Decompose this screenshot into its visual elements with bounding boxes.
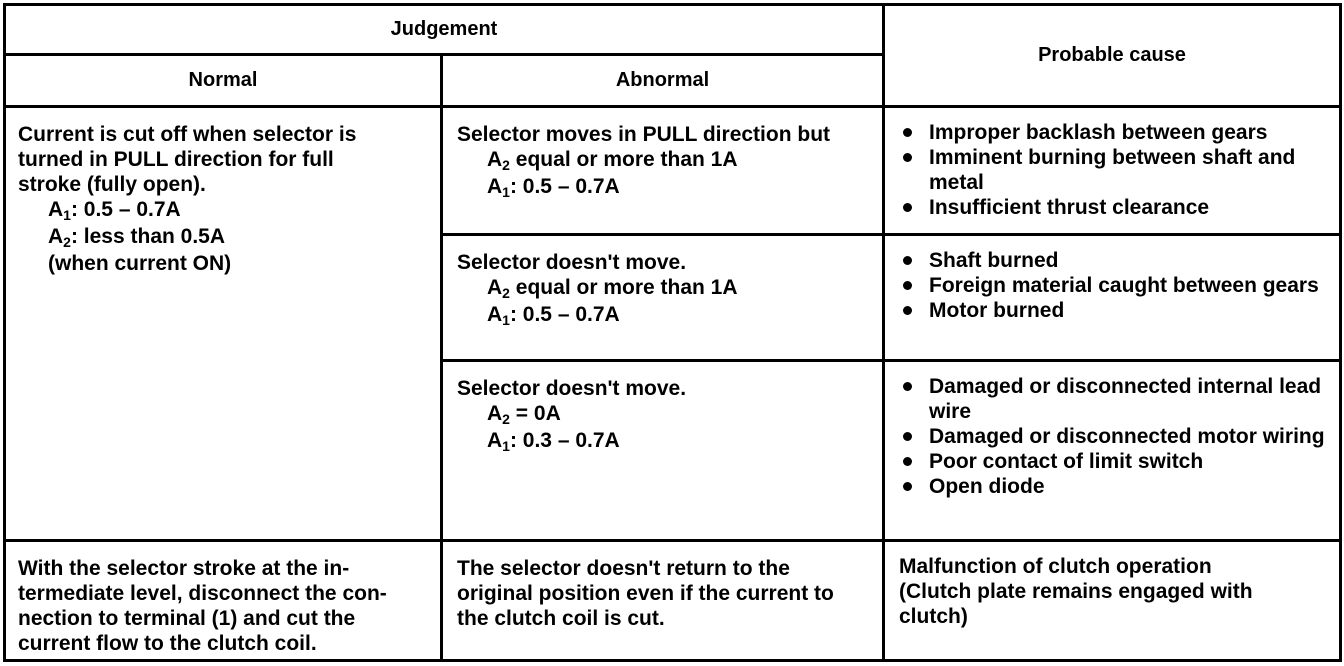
abnormal-text: The selector doesn't return to the — [457, 557, 790, 580]
normal-text: nection to terminal (1) and cut the — [18, 607, 356, 630]
list-item: Imminent burning between shaft and metal — [899, 145, 1333, 195]
list-item: Damaged or disconnected internal lead wi… — [899, 374, 1333, 424]
abnormal-cell-1: Selector moves in PULL direction but A2 … — [440, 105, 885, 236]
header-probable-cause: Probable cause — [882, 3, 1342, 108]
header-judgement: Judgement — [3, 3, 885, 56]
abnormal-a2-line: A2 equal or more than 1A — [487, 148, 738, 173]
abnormal-a1-line: A1: 0.5 – 0.7A — [487, 175, 620, 200]
abnormal-a2-line: A2 = 0A — [487, 402, 561, 427]
table-row: Selector doesn't move. A2 = 0A A1: 0.3 –… — [5, 359, 1342, 542]
cause-text: (Clutch plate remains engaged with — [899, 580, 1253, 603]
table-row: Current is cut off when selector is turn… — [3, 105, 1342, 542]
table-row: With the selector stroke at the in- term… — [3, 539, 1342, 662]
judgement-table: Judgement Probable cause Normal Abnormal… — [3, 3, 1342, 662]
normal-text: stroke (fully open). — [18, 173, 206, 196]
judgement-table-document: Judgement Probable cause Normal Abnormal… — [3, 3, 1342, 662]
cause-cell-3: Damaged or disconnected internal lead wi… — [882, 359, 1342, 542]
header-row-2: Normal Abnormal — [3, 53, 1341, 108]
list-item: Foreign material caught between gears — [899, 273, 1333, 298]
normal-text: Current is cut off when selector is — [18, 123, 357, 146]
abnormal-a1-line: A1: 0.5 – 0.7A — [487, 303, 620, 328]
abnormal-title: Selector moves in PULL direction but — [457, 123, 831, 146]
cause-cell-1: Improper backlash between gears Imminent… — [882, 105, 1342, 236]
abnormal-a1-line: A1: 0.3 – 0.7A — [487, 429, 620, 454]
abnormal-title: Selector doesn't move. — [457, 251, 687, 274]
list-item: Motor burned — [899, 298, 1333, 323]
list-item: Shaft burned — [899, 248, 1333, 273]
cause-text: clutch) — [899, 605, 968, 628]
cause-list: Shaft burned Foreign material caught bet… — [899, 248, 1333, 323]
list-item: Improper backlash between gears — [899, 120, 1333, 145]
normal-text: turned in PULL direction for full — [18, 148, 334, 171]
list-item: Poor contact of limit switch — [899, 449, 1333, 474]
abnormal-cell-clutch: The selector doesn't return to the origi… — [440, 539, 885, 662]
cause-list: Damaged or disconnected internal lead wi… — [899, 374, 1333, 499]
abnormal-text: original position even if the current to — [457, 582, 834, 605]
abnormal-cell-2: Selector doesn't move. A2 equal or more … — [440, 233, 885, 362]
normal-note: (when current ON) — [48, 252, 232, 275]
cause-cell-clutch: Malfunction of clutch operation (Clutch … — [882, 539, 1342, 662]
header-row-1: Judgement Probable cause — [3, 3, 1342, 108]
normal-text: With the selector stroke at the in- — [18, 557, 350, 580]
normal-a1-line: A1: 0.5 – 0.7A — [48, 198, 181, 223]
abnormal-a2-line: A2 equal or more than 1A — [487, 276, 738, 301]
list-item: Damaged or disconnected motor wiring — [899, 424, 1333, 449]
normal-cell-main: Current is cut off when selector is turn… — [3, 105, 443, 542]
list-item: Open diode — [899, 474, 1333, 499]
cause-text: Malfunction of clutch operation — [899, 555, 1212, 578]
abnormal-cell-3: Selector doesn't move. A2 = 0A A1: 0.3 –… — [440, 359, 885, 542]
normal-a2-line: A2: less than 0.5A — [48, 225, 226, 250]
list-item: Insufficient thrust clearance — [899, 195, 1333, 220]
normal-text: current flow to the clutch coil. — [18, 632, 317, 655]
normal-text: termediate level, disconnect the con- — [18, 582, 387, 605]
abnormal-title: Selector doesn't move. — [457, 377, 687, 400]
header-abnormal: Abnormal — [440, 53, 885, 108]
abnormal-text: the clutch coil is cut. — [457, 607, 665, 630]
table-row: Selector doesn't move. A2 equal or more … — [5, 233, 1342, 362]
cause-list: Improper backlash between gears Imminent… — [899, 120, 1333, 220]
header-normal: Normal — [3, 53, 443, 108]
normal-cell-clutch: With the selector stroke at the in- term… — [3, 539, 443, 662]
cause-cell-2: Shaft burned Foreign material caught bet… — [882, 233, 1342, 362]
